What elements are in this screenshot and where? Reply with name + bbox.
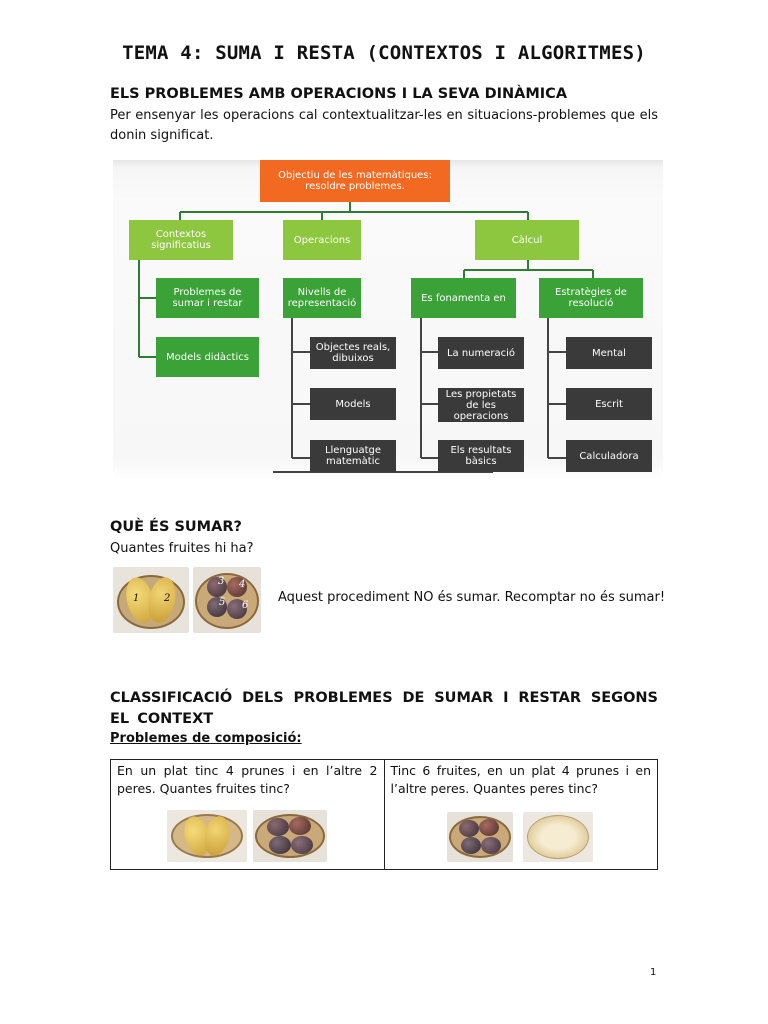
map-numeration-box: La numeració: [438, 337, 524, 369]
concept-map-connectors: [138, 202, 594, 473]
plum-label: 5: [219, 597, 226, 608]
pear-label: 1: [133, 593, 140, 604]
map-root-box: Objectiu de les matemàtiques: resoldre p…: [260, 160, 450, 202]
map-mental-box: Mental: [566, 337, 652, 369]
page-title: TEMA 4: SUMA I RESTA (CONTEXTOS I ALGORI…: [122, 42, 646, 64]
map-strategies-box: Estratègies de resolució: [539, 278, 643, 318]
section-heading-what-is-adding: QUÈ ÉS SUMAR?: [110, 519, 242, 535]
pear-label: 2: [164, 593, 171, 604]
map-operations-box: Operacions: [283, 220, 361, 260]
page-number: 1: [650, 967, 657, 978]
empty-plate-image: [522, 812, 593, 862]
map-language-box: Llenguatge matemàtic: [310, 440, 396, 472]
plums-plate-image: [253, 810, 327, 862]
example-cell-1: En un plat tinc 4 prunes i en l’altre 2 …: [110, 759, 385, 870]
map-levels-box: Nivells de representació: [283, 278, 361, 318]
map-based-on-box: Es fonamenta en: [411, 278, 516, 318]
example-2-text: Tinc 6 fruites, en un plat 4 prunes i en…: [390, 763, 652, 796]
plums-plate-image: [446, 812, 513, 862]
section-intro-text: Per ensenyar les operacions cal contextu…: [110, 108, 658, 143]
example-cell-2: Tinc 6 fruites, en un plat 4 prunes i en…: [383, 759, 658, 870]
plum-label: 6: [242, 600, 249, 611]
map-written-box: Escrit: [566, 388, 652, 420]
map-real-objects-box: Objectes reals, dibuixos: [310, 337, 396, 369]
pears-plate-image: [167, 810, 247, 862]
map-problems-box: Problemes de sumar i restar: [156, 278, 259, 318]
composition-subheading: Problemes de composició:: [110, 731, 302, 746]
section-heading-classification: CLASSIFICACIÓ DELS PROBLEMES DE SUMAR I …: [110, 690, 658, 727]
plums-plate-image: 3 4 5 6: [193, 567, 261, 633]
map-results-box: Els resultats bàsics: [438, 440, 524, 472]
concept-map: Objectiu de les matemàtiques: resoldre p…: [113, 160, 663, 480]
composition-examples-table: En un plat tinc 4 prunes i en l’altre 2 …: [110, 759, 658, 870]
map-calculator-box: Calculadora: [566, 440, 652, 472]
pears-plate-image: 1 2: [113, 567, 189, 633]
map-contexts-box: Contextos significatius: [129, 220, 233, 260]
section-heading-problems: ELS PROBLEMES AMB OPERACIONS I LA SEVA D…: [110, 86, 568, 102]
map-didactic-models-box: Models didàctics: [156, 337, 259, 377]
plum-label: 4: [239, 579, 246, 590]
example-1-text: En un plat tinc 4 prunes i en l’altre 2 …: [117, 763, 378, 796]
map-calc-box: Càlcul: [475, 220, 579, 260]
fruit-question: Quantes fruites hi ha?: [110, 541, 254, 556]
map-properties-box: Les propietats de les operacions: [438, 388, 524, 422]
map-models-box: Models: [310, 388, 396, 420]
counting-note: Aquest procediment NO és sumar. Recompta…: [278, 590, 666, 605]
plum-label: 3: [218, 576, 225, 587]
